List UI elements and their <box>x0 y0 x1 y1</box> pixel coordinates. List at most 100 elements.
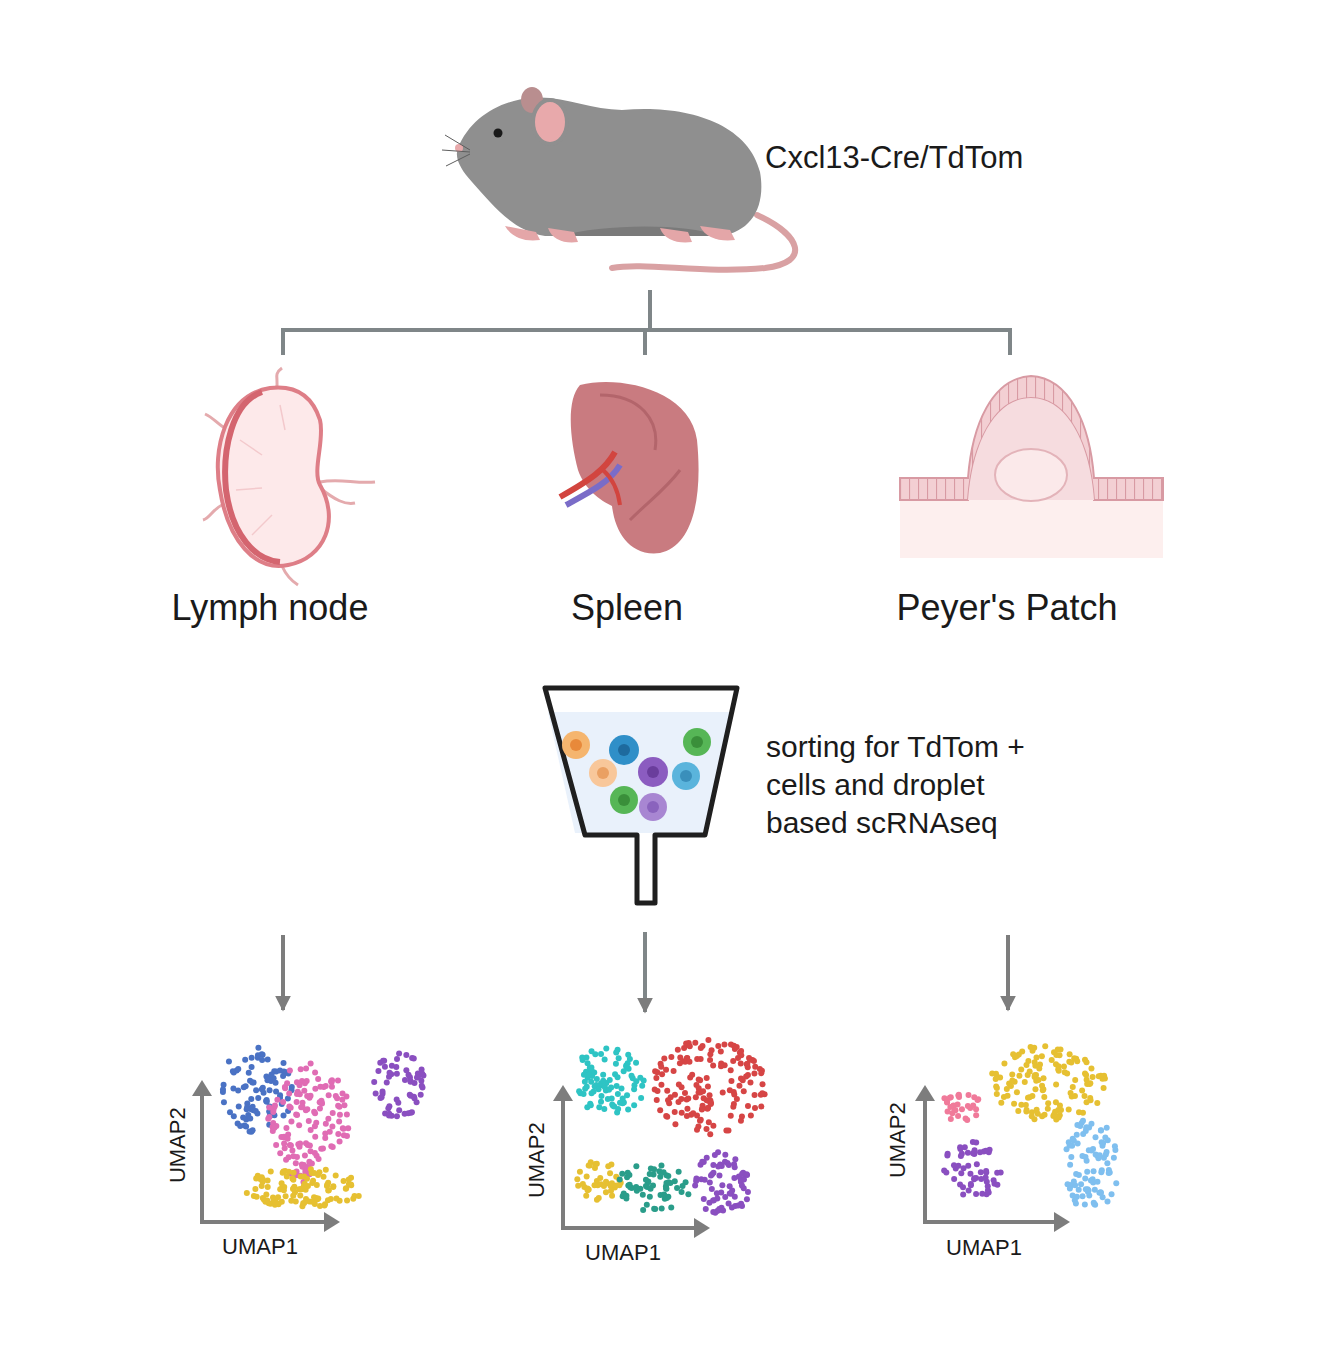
cell-dot <box>1082 1201 1088 1207</box>
cell-dot <box>965 1150 971 1156</box>
cell-dot <box>689 1072 695 1078</box>
cell-dot <box>584 1084 590 1090</box>
cell-dot <box>1009 1072 1015 1078</box>
cell-dot <box>403 1052 409 1058</box>
cell-dot <box>743 1073 749 1079</box>
cell-dot <box>583 1193 589 1199</box>
cell-dot <box>698 1045 704 1051</box>
cell-dot <box>699 1105 705 1111</box>
cell-nucleus <box>618 744 630 756</box>
cell-dot <box>1104 1125 1110 1131</box>
cell-dot <box>715 1043 721 1049</box>
cell-dot <box>287 1068 293 1074</box>
cell-dot <box>647 1194 653 1200</box>
cell-dot <box>711 1197 717 1203</box>
cell-dot <box>665 1097 671 1103</box>
cell-dot <box>602 1057 608 1063</box>
cell-dot <box>277 1150 283 1156</box>
cell-dot <box>329 1124 335 1130</box>
cell-dot <box>659 1071 665 1077</box>
cell-dot <box>249 1055 255 1061</box>
cell-dot <box>337 1138 343 1144</box>
cell-dot <box>255 1052 261 1058</box>
cell-dot <box>633 1163 639 1169</box>
cells <box>562 728 711 821</box>
cell-dot <box>672 1109 678 1115</box>
cell-dot <box>297 1082 303 1088</box>
cell-dot <box>944 1099 950 1105</box>
cell-dot <box>1018 1067 1024 1073</box>
funnel-outline <box>545 688 737 903</box>
cell-dot <box>983 1148 989 1154</box>
cell-dot <box>592 1051 598 1057</box>
cell-dot <box>386 1103 392 1109</box>
mouse-illustration <box>442 87 795 270</box>
cell-dot <box>738 1076 744 1082</box>
cell-dot <box>299 1104 305 1110</box>
cell-dot <box>709 1186 715 1192</box>
plot-axes <box>925 1095 1060 1222</box>
cell-dot <box>631 1082 637 1088</box>
cell-dot <box>308 1061 314 1067</box>
cell-dot <box>1023 1062 1029 1068</box>
cell-dot <box>732 1156 738 1162</box>
cell-dot <box>254 1111 260 1117</box>
cell-dot <box>741 1088 747 1094</box>
cell-dot <box>394 1071 400 1077</box>
axis-label: UMAP1 <box>946 1235 1022 1261</box>
organ-label: Lymph node <box>172 586 369 629</box>
cell-dot <box>1009 1077 1015 1083</box>
cell-dot <box>973 1191 979 1197</box>
cell-dot <box>250 1104 256 1110</box>
cell-dot <box>716 1173 722 1179</box>
cell-dot <box>335 1078 341 1084</box>
cell-dot <box>389 1063 395 1069</box>
cell-dot <box>1112 1147 1118 1153</box>
cell-dot <box>267 1077 273 1083</box>
cell-dot <box>1072 1077 1078 1083</box>
axis-label: UMAP1 <box>222 1234 298 1260</box>
cell-dot <box>1058 1046 1064 1052</box>
cell-dot <box>1104 1198 1110 1204</box>
cell-dot <box>747 1080 753 1086</box>
cell-dot <box>964 1117 970 1123</box>
cell-dot <box>678 1096 684 1102</box>
cell-dot <box>249 1080 255 1086</box>
cell-dot <box>758 1103 764 1109</box>
cell-dot <box>402 1077 408 1083</box>
cell-dot <box>951 1162 957 1168</box>
cell-dot <box>704 1126 710 1132</box>
cell-dot <box>1027 1068 1033 1074</box>
cell-dot <box>752 1092 758 1098</box>
cell-dot <box>412 1080 418 1086</box>
cell-dot <box>344 1111 350 1117</box>
cell-dot <box>1088 1065 1094 1071</box>
cell-dot <box>293 1160 299 1166</box>
cell-dot <box>1109 1191 1115 1197</box>
cell-dot <box>1101 1085 1107 1091</box>
axis-label: UMAP2 <box>524 1122 550 1198</box>
cell-dot <box>1080 1193 1086 1199</box>
cell-dot <box>1099 1139 1105 1145</box>
cell-nucleus <box>597 767 609 779</box>
cell-dot <box>663 1185 669 1191</box>
cell-dot <box>627 1056 633 1062</box>
cell-dot <box>722 1152 728 1158</box>
cell-dot <box>744 1061 750 1067</box>
cell-dot <box>613 1061 619 1067</box>
cell-dot <box>732 1194 738 1200</box>
cell-dot <box>693 1094 699 1100</box>
cell-dot <box>972 1147 978 1153</box>
lymph-node-capsule <box>225 392 280 562</box>
cell-dot <box>970 1102 976 1108</box>
cell-dot <box>269 1071 275 1077</box>
cell-dot <box>723 1128 729 1134</box>
sorting-step: sorting for TdTom + cells and droplet ba… <box>540 680 1068 932</box>
strain-label: Cxcl13-Cre/TdTom <box>765 139 1023 176</box>
cell-dot <box>243 1123 249 1129</box>
cell-dot <box>1071 1179 1077 1185</box>
cell-dot <box>1042 1043 1048 1049</box>
cell-dot <box>335 1103 341 1109</box>
cell-dot <box>759 1090 765 1096</box>
